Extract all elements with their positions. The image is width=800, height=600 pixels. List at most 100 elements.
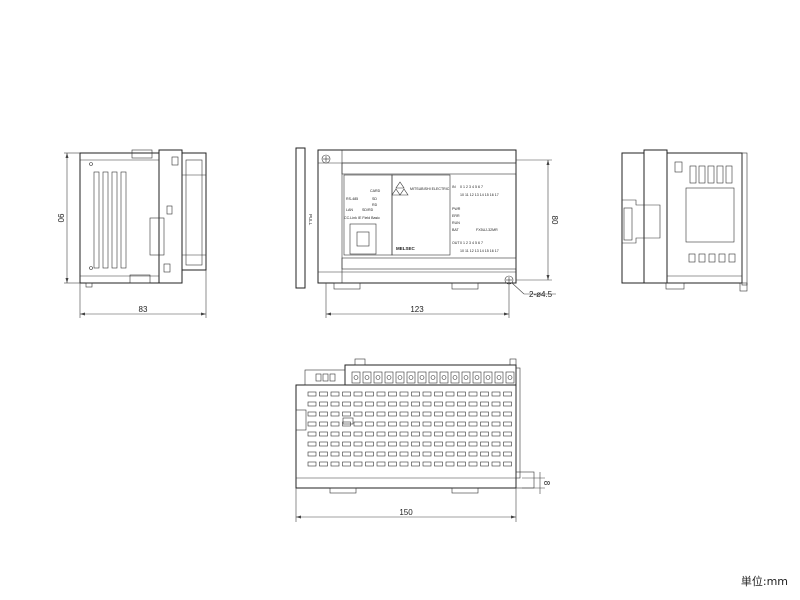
vent-slot [376, 411, 386, 417]
vent-slot [422, 391, 432, 397]
vent-slot [445, 461, 455, 467]
vent-slot [388, 451, 397, 457]
vent-slot [457, 391, 466, 397]
vent-slot [376, 461, 386, 467]
terminal-screw [397, 375, 403, 380]
vent-slot [503, 441, 512, 447]
terminal-screw [375, 375, 381, 380]
vent-slot [376, 441, 386, 447]
vent-slot [503, 411, 512, 417]
vent-slot [399, 411, 409, 417]
vent-slot [342, 411, 351, 417]
vent-slot [422, 431, 432, 437]
terminal-block [395, 371, 405, 384]
vent-slot [353, 421, 363, 427]
vent-slot [353, 401, 363, 407]
terminal-screw [485, 375, 491, 380]
vent-slot [376, 391, 386, 397]
vent-slot [491, 421, 501, 427]
model-label: FX5UJ-32MR [476, 228, 498, 232]
front-view: PULL CARD RS-485 SD RD LAN SD/RD CC-Link… [295, 147, 559, 318]
vent-slot [422, 401, 432, 407]
vent-slot [457, 411, 466, 417]
vent-slot [434, 421, 443, 427]
run-label: RUN [452, 221, 460, 225]
vent-slot [319, 461, 328, 467]
vent-slot [503, 451, 512, 457]
vent-slot [457, 421, 466, 427]
vent-slot [365, 461, 374, 467]
vent-slot [399, 391, 409, 397]
vent-slot [422, 441, 432, 447]
vent-slot [319, 441, 328, 447]
vent-slot [307, 421, 317, 427]
vent-slot [411, 421, 420, 427]
vent-slot [388, 441, 397, 447]
bat-label: BAT [452, 228, 460, 232]
vent-slot [388, 461, 397, 467]
terminal-block [373, 371, 383, 384]
vent-slot [468, 391, 478, 397]
vent-slots [93, 171, 127, 269]
vent-slot [376, 401, 386, 407]
dim-front-width: 123 [410, 305, 424, 314]
vent-slot [353, 451, 363, 457]
vent-slot [365, 441, 374, 447]
vent-slot [307, 451, 317, 457]
vent-slot [480, 411, 489, 417]
pull-label: PULL [308, 214, 313, 226]
terminal-block [439, 371, 449, 384]
terminal-block [428, 371, 438, 384]
terminal-block [450, 371, 460, 384]
sd-label: SD [372, 197, 377, 201]
vent-slot [353, 441, 363, 447]
vent-slot [411, 431, 420, 437]
vent-grid [307, 391, 512, 467]
vent-slot [388, 401, 397, 407]
vent-slot [445, 401, 455, 407]
terminal-block [494, 371, 504, 384]
vent-slot [434, 391, 443, 397]
terminal-screw [463, 375, 469, 380]
terminal-screw [430, 375, 436, 380]
vent-slot [342, 421, 351, 427]
vent-slot [330, 441, 340, 447]
dim-side-width: 83 [139, 305, 148, 314]
vent-slot [422, 451, 432, 457]
vent-slot [376, 451, 386, 457]
vent-slot [480, 401, 489, 407]
out-row2: 10 11 12 13 14 15 16 17 [460, 249, 499, 253]
vent-slot [330, 421, 340, 427]
vent-slot [307, 401, 317, 407]
link-label: CC-Link IE Field Basic [344, 216, 380, 220]
vent-slot [399, 451, 409, 457]
vent-slot [330, 461, 340, 467]
vent-slot [411, 401, 420, 407]
vent-slot [365, 431, 374, 437]
vent-slot [411, 451, 420, 457]
out-label: OUT [452, 241, 460, 245]
vent-slot [319, 421, 328, 427]
pwr-label: PWR [452, 207, 461, 211]
terminal-block [472, 371, 482, 384]
vent-slot [457, 441, 466, 447]
terminal-screw [496, 375, 502, 380]
vent-slot [342, 391, 351, 397]
vent-slot [434, 461, 443, 467]
vent-slot [445, 451, 455, 457]
in-row2: 10 11 12 13 14 15 16 17 [460, 193, 499, 197]
vent-slot [468, 431, 478, 437]
vent-slot [480, 431, 489, 437]
vent-slot [330, 391, 340, 397]
melsec-label: MELSEC [396, 246, 416, 251]
vent-slot [353, 461, 363, 467]
vent-slot [376, 421, 386, 427]
vent-slot [445, 441, 455, 447]
err-label: ERR [452, 214, 460, 218]
vent-slot [457, 461, 466, 467]
vent-slot [365, 401, 374, 407]
out-row1: 0 1 2 3 4 5 6 7 [460, 241, 483, 245]
vent-slot [353, 411, 363, 417]
vent-slot [330, 451, 340, 457]
